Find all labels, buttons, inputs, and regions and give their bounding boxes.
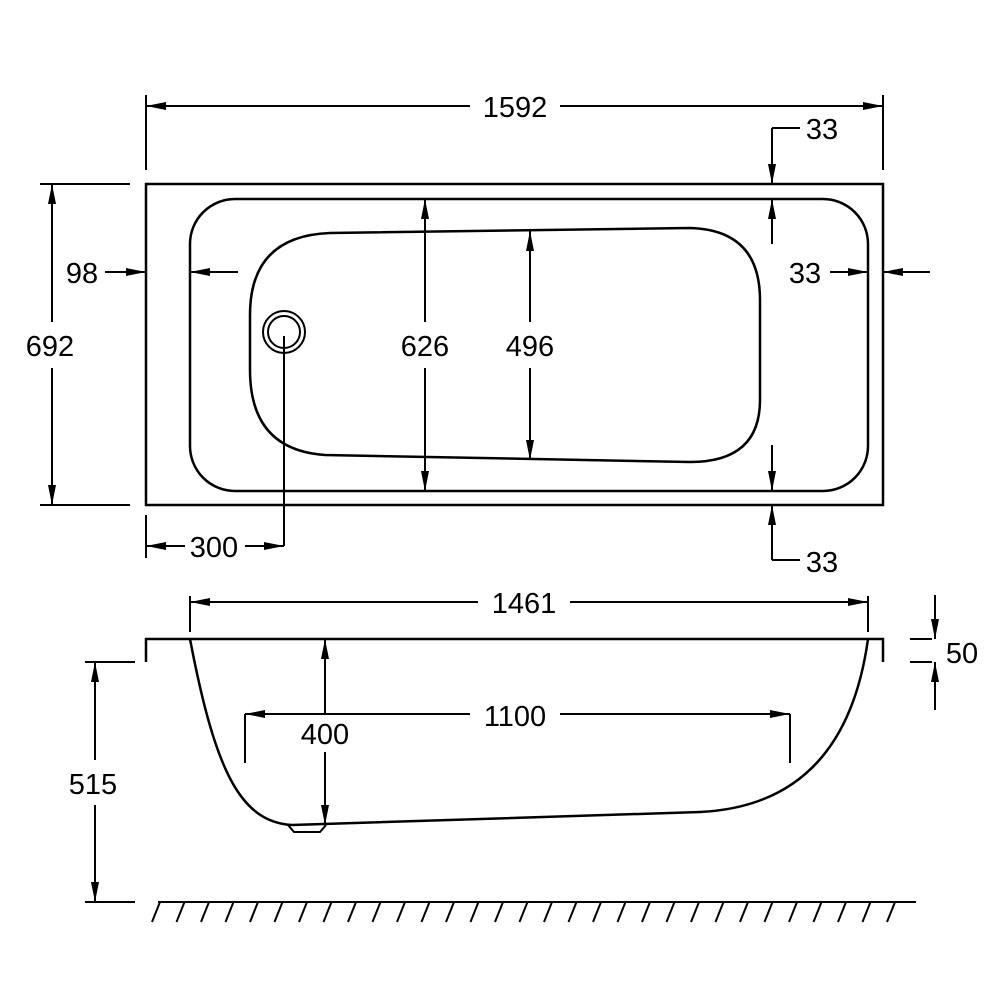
hatch-mark — [347, 901, 357, 923]
hatch-mark — [665, 901, 676, 923]
hatch-mark — [298, 901, 308, 923]
hatch-mark — [714, 901, 725, 923]
hatch-mark — [469, 901, 480, 923]
dim-basin-depth: 400 — [301, 639, 349, 825]
hatch-mark — [224, 901, 235, 923]
label-400: 400 — [301, 719, 349, 751]
hatch-mark — [249, 901, 259, 923]
dim-top-length: 1461 — [189, 588, 869, 632]
outer-rim — [144, 182, 885, 507]
label-98: 98 — [66, 258, 98, 290]
drain-outlet — [287, 824, 327, 833]
hatch-mark — [371, 901, 382, 923]
hatch-mark — [151, 901, 161, 923]
dim-left-rim: 98 — [66, 258, 238, 290]
dim-drain-offset: 300 — [145, 336, 285, 564]
hatch-mark — [322, 901, 333, 923]
hatch-mark — [543, 901, 553, 923]
label-496: 496 — [506, 331, 554, 363]
inner-rim — [188, 197, 870, 493]
hatch-mark — [200, 901, 210, 923]
label-33-right: 33 — [789, 258, 821, 290]
hatch-mark — [690, 901, 700, 923]
floor-hatch — [151, 901, 916, 923]
label-692: 692 — [26, 331, 74, 363]
hatch-mark — [616, 901, 627, 923]
label-1461: 1461 — [492, 588, 557, 620]
hatch-mark — [592, 901, 602, 923]
plan-view: 1592 692 626 496 98 — [26, 92, 930, 579]
dim-top-rim: 33 — [768, 114, 838, 244]
side-view: 1461 50 400 1100 — [69, 588, 978, 923]
tub-body — [188, 638, 870, 827]
dim-inner-width: 626 — [401, 199, 449, 491]
dim-bottom-rim: 33 — [768, 445, 838, 579]
hatch-mark — [641, 901, 651, 923]
dim-rim-thickness: 50 — [910, 595, 978, 710]
basin-outline — [248, 226, 762, 464]
hatch-mark — [494, 901, 504, 923]
hatch-mark — [812, 901, 823, 923]
label-33-bottom: 33 — [806, 547, 838, 579]
dim-total-height: 515 — [69, 661, 135, 903]
label-33-top: 33 — [806, 114, 838, 146]
hatch-mark — [518, 901, 529, 923]
hatch-mark — [420, 901, 431, 923]
label-50: 50 — [946, 638, 978, 670]
rim-line — [144, 637, 885, 662]
dim-overall-length: 1592 — [145, 92, 884, 170]
label-300: 300 — [190, 532, 238, 564]
dim-overall-width: 692 — [26, 183, 130, 506]
label-1592: 1592 — [483, 92, 548, 124]
label-1100: 1100 — [484, 701, 546, 733]
label-626: 626 — [401, 331, 449, 363]
hatch-mark — [445, 901, 455, 923]
hatch-mark — [175, 901, 186, 923]
hatch-mark — [567, 901, 578, 923]
hatch-mark — [273, 901, 284, 923]
hatch-mark — [837, 901, 847, 923]
hatch-mark — [788, 901, 798, 923]
hatch-mark — [739, 901, 749, 923]
dim-basin-width: 496 — [506, 231, 554, 460]
hatch-mark — [886, 901, 896, 923]
hatch-mark — [396, 901, 406, 923]
hatch-mark — [861, 901, 872, 923]
hatch-mark — [763, 901, 774, 923]
label-515: 515 — [69, 769, 117, 801]
dim-right-rim: 33 — [789, 258, 930, 290]
dim-bottom-length: 1100 — [244, 701, 791, 763]
